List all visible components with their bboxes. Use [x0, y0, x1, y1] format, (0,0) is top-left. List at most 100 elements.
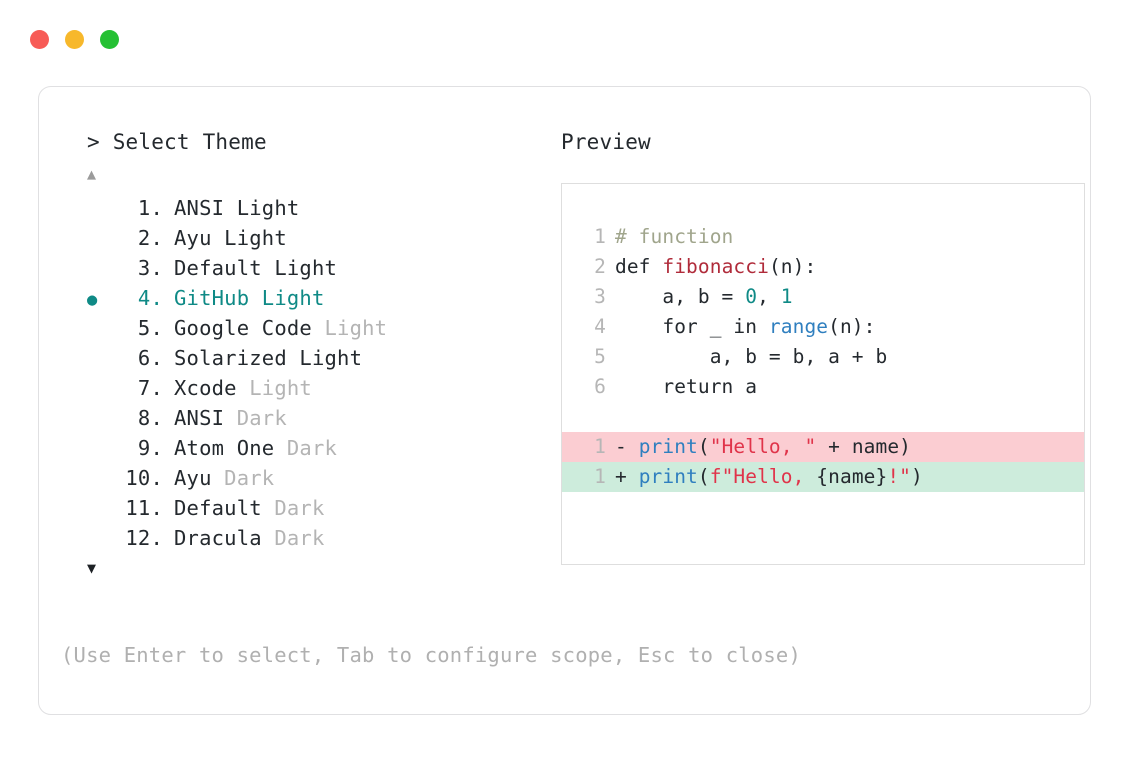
code-line-text: # function [606, 222, 733, 252]
code-token: ( [697, 465, 710, 488]
bullet-placeholder: ● [87, 375, 117, 405]
prompt-header: > Select Theme [87, 127, 557, 157]
code-token: , [757, 285, 781, 308]
theme-item-name: Default [174, 496, 262, 520]
theme-item-number: 3. [137, 256, 163, 280]
theme-list: ●1.ANSI Light●2.Ayu Light●3.Default Ligh… [87, 193, 557, 553]
code-token: return a [615, 375, 758, 398]
code-blank-line [562, 402, 1084, 432]
bullet-placeholder: ● [87, 495, 117, 525]
code-token: "Hello, " [709, 435, 817, 458]
window-minimize-button[interactable] [65, 30, 84, 49]
theme-list-item[interactable]: ● 6. Solarized Light [87, 343, 557, 373]
code-line-number: 3 [594, 285, 606, 308]
code-token: # function [615, 225, 734, 248]
theme-list-item[interactable]: ● 2. Ayu Light [87, 223, 557, 253]
theme-item-number: 5. [137, 316, 163, 340]
code-line-text: a, b = b, a + b [606, 342, 888, 372]
theme-item-name: GitHub Light [174, 286, 325, 310]
code-token: a, b = b, a + b [615, 345, 888, 368]
bullet-placeholder: ● [87, 255, 117, 285]
code-token: print [638, 435, 698, 458]
selected-bullet-icon: ● [87, 290, 98, 310]
window-close-button[interactable] [30, 30, 49, 49]
bullet-placeholder: ● [87, 315, 117, 345]
prompt-caret-icon: > [87, 130, 100, 154]
two-column-layout: > Select Theme ▲ ●1.ANSI Light●2.Ayu Lig… [65, 127, 1085, 688]
code-token: (n): [768, 255, 817, 278]
theme-list-item[interactable]: ● 5. Google Code Light [87, 313, 557, 343]
theme-item-name: Google Code [174, 316, 312, 340]
theme-selection-column: > Select Theme ▲ ●1.ANSI Light●2.Ayu Lig… [87, 127, 557, 579]
theme-item-number: 9. [137, 436, 163, 460]
code-preview-panel: 1 # function 2 def fibonacci(n): 3 a, b = 0,… [561, 183, 1085, 565]
bullet-placeholder: ● [87, 435, 117, 465]
theme-item-name: Ayu [174, 466, 212, 490]
bullet-placeholder: ● [87, 225, 117, 255]
code-line: 3 a, b = 0, 1 [562, 282, 1084, 312]
theme-item-variant: Dark [261, 496, 325, 520]
code-line-text: return a [606, 372, 757, 402]
theme-list-item[interactable]: ●8.ANSI Dark [87, 403, 557, 433]
code-token: + name) [816, 435, 912, 458]
code-line: 5 a, b = b, a + b [562, 342, 1084, 372]
theme-item-number: 4. [137, 286, 163, 310]
code-token: fibonacci [662, 255, 769, 278]
theme-item-name: Ayu Light [174, 226, 287, 250]
window-maximize-button[interactable] [100, 30, 119, 49]
code-line: 1 # function [562, 222, 1084, 252]
theme-list-item[interactable]: ● 4. GitHub Light [87, 283, 557, 313]
code-token: 1 [780, 285, 793, 308]
code-line-number: 1 [594, 435, 606, 458]
theme-list-item[interactable]: ●10.Ayu Dark [87, 463, 557, 493]
theme-list-item[interactable]: ● 11. Default Dark [87, 493, 557, 523]
code-token: f"Hello, [709, 465, 817, 488]
code-token: print [638, 465, 698, 488]
bullet-placeholder: ● [87, 345, 117, 375]
theme-item-number: 2. [137, 226, 163, 250]
bullet-placeholder: ● [87, 195, 117, 225]
code-token: ( [697, 435, 710, 458]
code-line-number: 5 [594, 345, 606, 368]
code-line-text: a, b = 0, 1 [606, 282, 793, 312]
theme-item-variant: Dark [211, 466, 275, 490]
code-line: 6 return a [562, 372, 1084, 402]
theme-item-name: Solarized Light [174, 346, 363, 370]
code-lines-container: 1 # function 2 def fibonacci(n): 3 a, b = 0,… [562, 222, 1084, 492]
scroll-down-arrow-icon[interactable]: ▼ [87, 559, 97, 577]
code-token: range [768, 315, 829, 338]
theme-item-number: 10. [125, 466, 163, 490]
theme-item-name: Dracula [174, 526, 262, 550]
diff-line-text: + print(f"Hello, {name}!") [606, 462, 923, 492]
theme-item-variant: Dark [261, 526, 325, 550]
theme-list-item[interactable]: ●1.ANSI Light [87, 193, 557, 223]
theme-list-item[interactable]: ●12.Dracula Dark [87, 523, 557, 553]
theme-item-number: 11. [125, 496, 163, 520]
theme-item-number: 6. [137, 346, 163, 370]
theme-item-variant: Light [311, 316, 388, 340]
diff-added-line: 1+ print(f"Hello, {name}!") [562, 462, 1084, 492]
theme-item-variant: Light [236, 376, 312, 400]
code-token: for _ in [615, 315, 769, 338]
diff-line-text: - print("Hello, " + name) [606, 432, 911, 462]
preview-label: Preview [561, 130, 651, 154]
code-token: ) [911, 465, 923, 488]
code-line-number: 1 [594, 465, 606, 488]
window-controls [30, 30, 119, 49]
theme-item-variant: Dark [274, 436, 338, 460]
code-line-number: 1 [594, 225, 606, 248]
theme-list-item[interactable]: ●7.Xcode Light [87, 373, 557, 403]
theme-item-number: 7. [137, 376, 163, 400]
code-line: 2 def fibonacci(n): [562, 252, 1084, 282]
theme-list-item[interactable]: ●3.Default Light [87, 253, 557, 283]
code-token: def [615, 255, 663, 278]
theme-list-item[interactable]: ●9.Atom One Dark [87, 433, 557, 463]
code-line-text: for _ in range(n): [606, 312, 876, 342]
code-token: !" [887, 465, 912, 488]
code-line-number: 2 [594, 255, 606, 278]
page-title: Select Theme [112, 130, 267, 154]
scroll-up-arrow-icon[interactable]: ▲ [87, 165, 97, 183]
code-token: 0 [745, 285, 758, 308]
theme-item-variant: Dark [224, 406, 287, 430]
